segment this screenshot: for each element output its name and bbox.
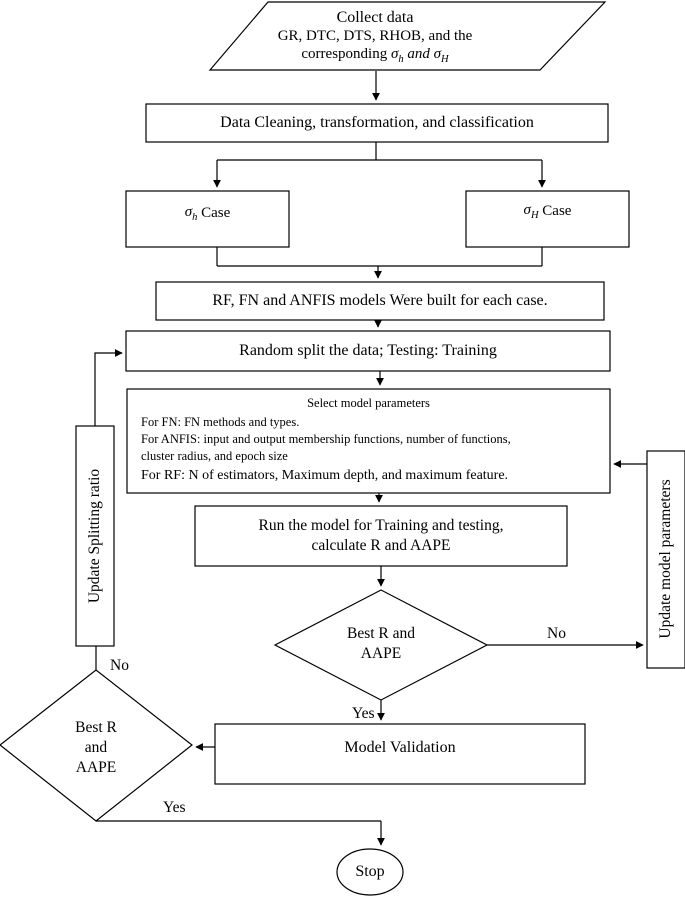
decision2-diamond: [0, 669, 193, 822]
decision2-label: Best R and AAPE: [75, 719, 117, 776]
random-split-box: [125, 330, 611, 372]
build-models-label: RF, FN and ANFIS models Were built for e…: [212, 292, 548, 309]
collect-data-text: Collect data GR, DTC, DTS, RHOB, and the…: [240, 9, 510, 69]
cleaning-label: Data Cleaning, transformation, and class…: [220, 114, 534, 131]
no2-label: No: [110, 657, 129, 674]
update-split-label: Update Splitting ratio: [86, 468, 103, 604]
sigma-H-case-label: σH Case: [523, 201, 572, 221]
yes2-label: Yes: [163, 799, 186, 816]
collect-line1: Collect data: [336, 9, 414, 26]
cleaning-box: [145, 103, 609, 143]
collect-line3: corresponding σh and σH: [301, 46, 449, 65]
params-title: Select model parameters: [307, 396, 430, 410]
stop-label: Stop: [355, 863, 385, 880]
update-params-label: Update model parameters: [657, 479, 674, 639]
params-anfis-line1: For ANFIS: input and output membership f…: [141, 432, 511, 446]
run-model-label: Run the model for Training and testing, …: [258, 517, 504, 554]
yes1-label: Yes: [352, 705, 375, 722]
collect-data-parallelogram: [208, 1, 607, 71]
random-split-label: Random split the data; Testing: Training: [239, 342, 497, 359]
params-fn: For FN: FN methods and types.: [141, 415, 300, 429]
sigma-H-case-box: [465, 190, 630, 248]
collect-line2: GR, DTC, DTS, RHOB, and the: [277, 28, 473, 44]
validation-box: [214, 723, 586, 785]
params-rf: For RF: N of estimators, Maximum depth, …: [141, 468, 509, 483]
select-params-box: [126, 388, 611, 494]
no1-label: No: [547, 625, 566, 642]
update-params-box: [646, 450, 685, 669]
sigma-h-case-label: σh Case: [184, 203, 231, 223]
sigma-h-case-box: [125, 190, 290, 248]
decision1-label: Best R and AAPE: [346, 625, 416, 662]
params-anfis-line2: cluster radius, and epoch size: [141, 449, 288, 463]
stop-ellipse: [336, 848, 404, 896]
validation-label: Model Validation: [344, 739, 456, 756]
